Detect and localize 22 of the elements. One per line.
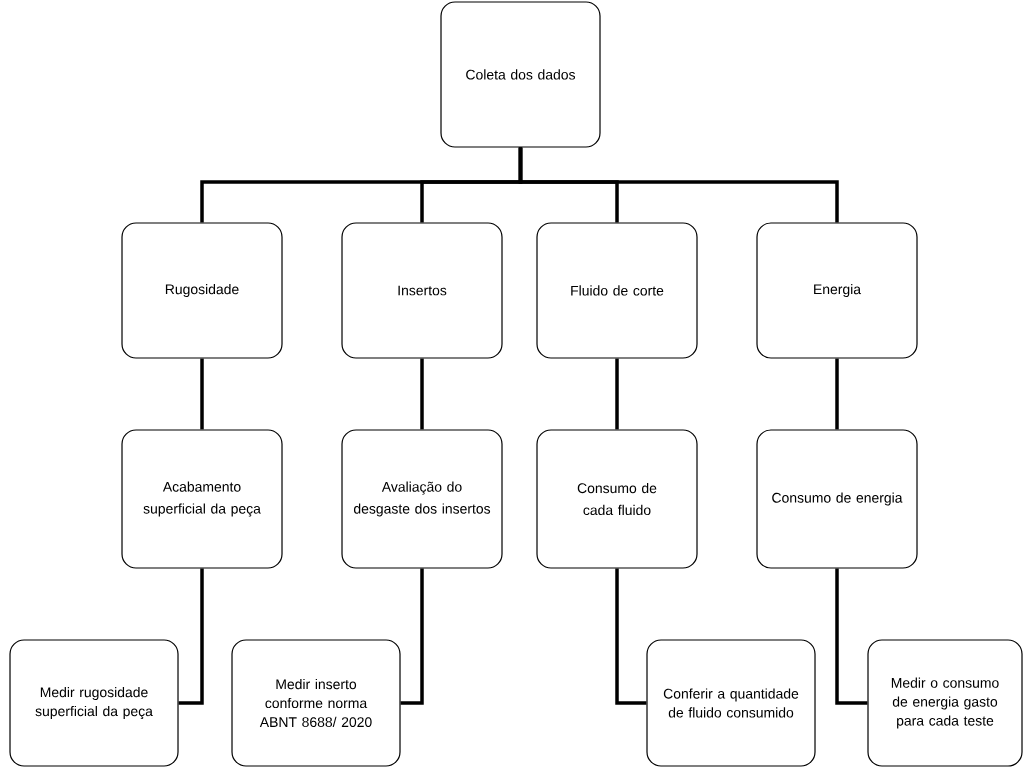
- connector-line: [615, 568, 647, 705]
- process-box: Consumo de cada fluido: [536, 429, 698, 569]
- process-box: Consumo de energia: [756, 429, 918, 569]
- connector-line: [835, 358, 839, 430]
- connector-line: [178, 568, 204, 705]
- process-box: Fluido de corte: [536, 222, 698, 359]
- connector-line: [615, 358, 619, 430]
- connector-line: [420, 358, 424, 430]
- process-box: Coleta dos dados: [440, 1, 601, 148]
- process-box: Medir inserto conforme norma ABNT 8688/ 2020: [231, 639, 401, 767]
- process-box: Avaliação do desgaste dos insertos: [341, 429, 503, 569]
- process-box: Insertos: [341, 222, 503, 359]
- connector-line: [835, 568, 868, 705]
- connector-line: [400, 568, 424, 705]
- connector-line: [200, 358, 204, 430]
- process-box: Medir rugosidade superficial da peça: [9, 639, 179, 767]
- connector-line: [518, 147, 839, 223]
- process-box: Acabamento superficial da peça: [121, 429, 283, 569]
- process-box: Medir o consumo de energia gasto para cada teste: [867, 639, 1023, 767]
- process-box: Rugosidade: [121, 222, 283, 359]
- process-box: Energia: [756, 222, 918, 359]
- process-box: Conferir a quantidade de fluido consumido: [646, 639, 816, 767]
